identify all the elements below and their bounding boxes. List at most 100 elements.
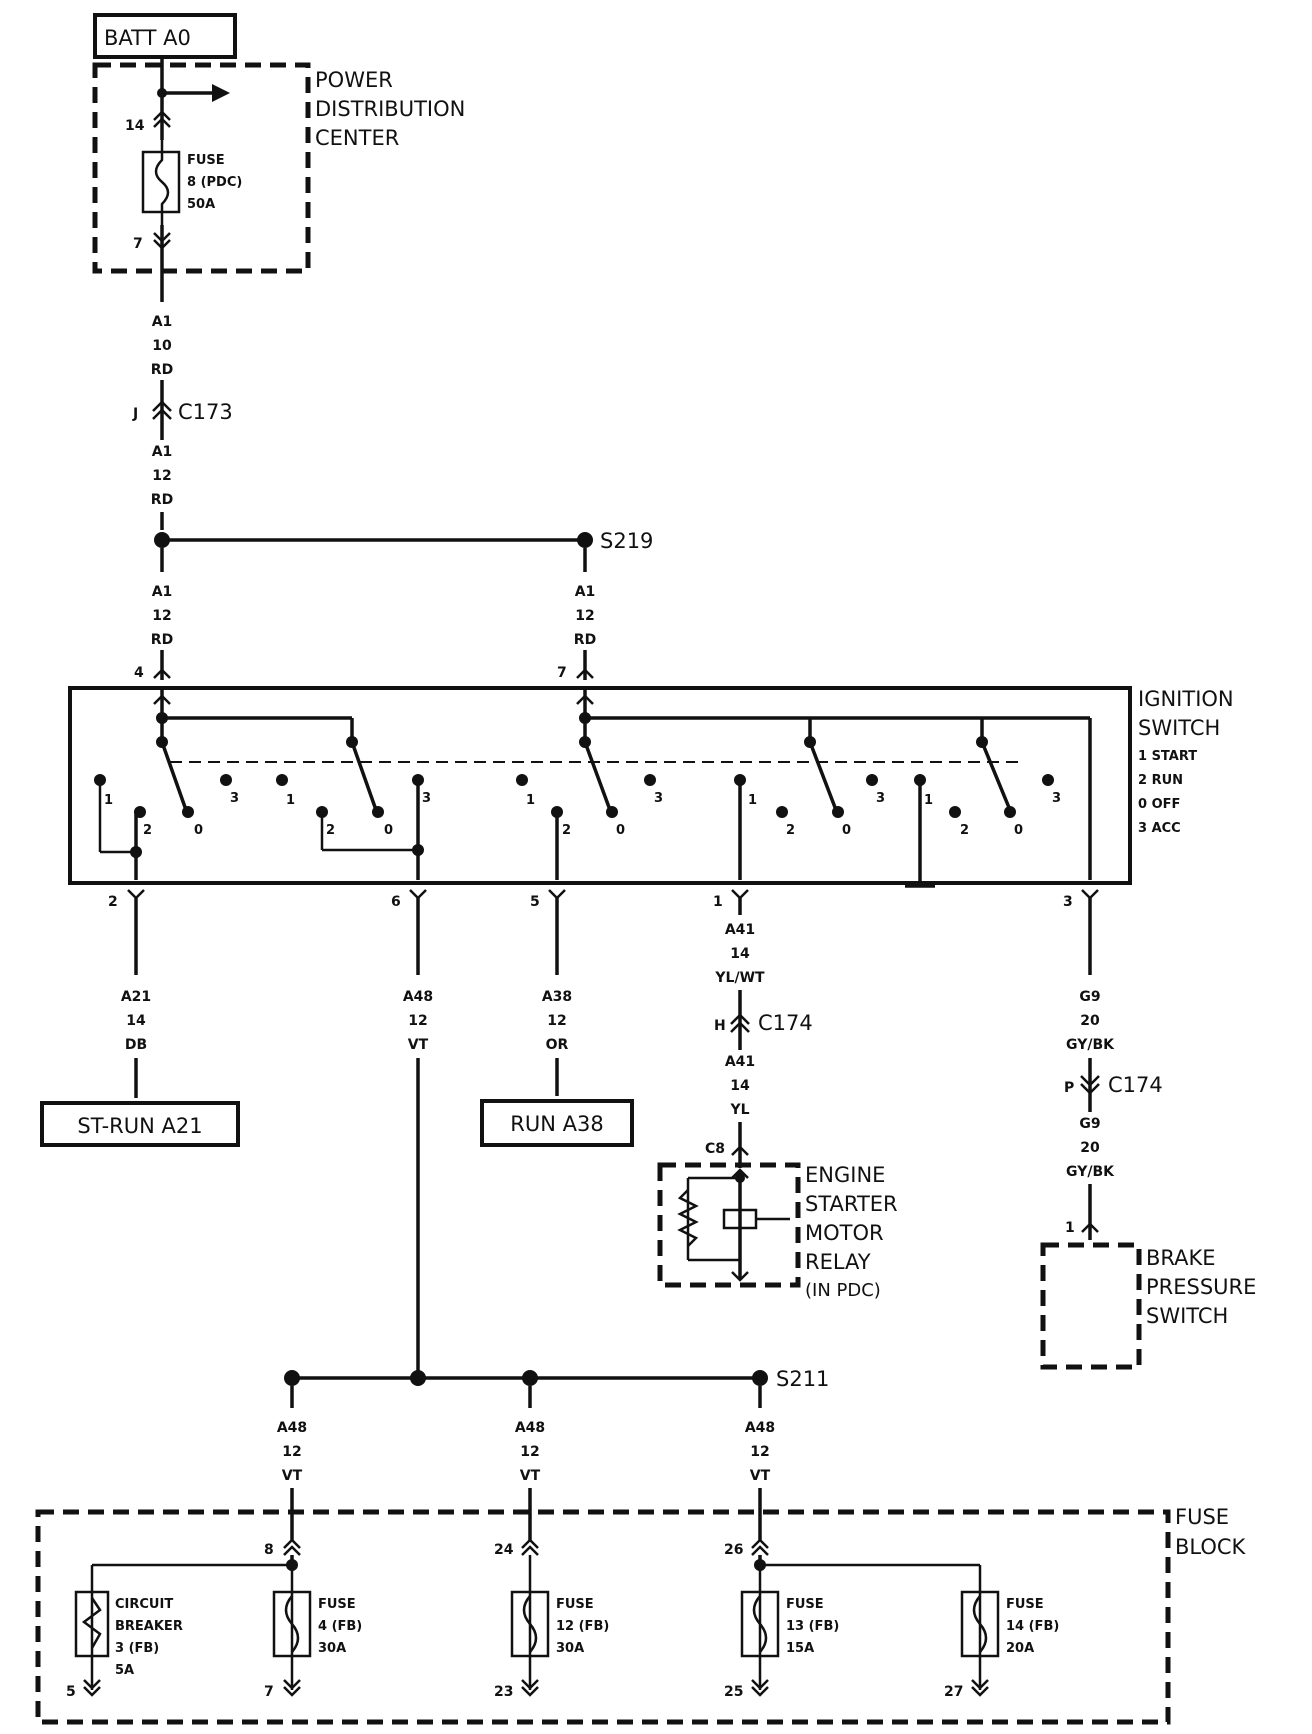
wire-a48-gauge: 12 (408, 1013, 427, 1029)
c174-label-h: C174 (758, 1011, 813, 1035)
wire-a38-id: A38 (542, 989, 572, 1005)
relay-title-5: (IN PDC) (805, 1280, 881, 1301)
wire-a1-id: A1 (152, 314, 173, 330)
ign-pin-4-icon (153, 668, 171, 679)
ign-d4-pos-3: 3 (876, 791, 885, 806)
ign-d1-pos-1: 1 (104, 793, 113, 808)
ign-d4-pos-1: 1 (748, 793, 757, 808)
brake-title-3: SWITCH (1146, 1304, 1228, 1328)
fuse-4-icon (272, 1590, 312, 1658)
wire-a48-id: A48 (403, 989, 433, 1005)
st-run-label: ST-RUN A21 (77, 1114, 202, 1138)
fuse-12-id: 12 (FB) (556, 1619, 609, 1634)
ign-pin-4: 4 (134, 665, 144, 681)
c174-p-connector-icon (1080, 1075, 1100, 1087)
fuse-block-title-1: FUSE (1175, 1505, 1229, 1529)
wire-a48c-id: A48 (515, 1420, 545, 1436)
wire-a38-gauge: 12 (547, 1013, 566, 1029)
brake-title-2: PRESSURE (1146, 1275, 1256, 1299)
ign-d3-pos-0: 0 (616, 823, 625, 838)
c174-pin-p: P (1064, 1080, 1074, 1096)
pdc-fuse-label: FUSE (187, 153, 225, 168)
wire-a1-color: RD (151, 362, 173, 378)
fuse-13-id: 13 (FB) (786, 1619, 839, 1634)
wire-g9b-gauge: 20 (1080, 1140, 1100, 1156)
fuse-14-label: FUSE (1006, 1597, 1044, 1612)
fb-pin-27: 27 (944, 1684, 963, 1700)
ign-pin-3: 3 (1063, 894, 1073, 910)
wire-a1d-color: RD (574, 632, 596, 648)
wire-a21-id: A21 (121, 989, 151, 1005)
wire-a21-gauge: 14 (126, 1013, 146, 1029)
relay-title-3: MOTOR (805, 1221, 884, 1245)
wire-a21-color: DB (125, 1037, 147, 1053)
wire-a48-color: VT (408, 1037, 429, 1053)
ign-pin-1-icon (731, 889, 749, 900)
run-label: RUN A38 (510, 1112, 603, 1136)
fuse-13-icon (740, 1590, 780, 1658)
ign-pin-5-icon (548, 889, 566, 900)
wire-a41-gauge: 14 (730, 946, 750, 962)
ignition-title-2: SWITCH (1138, 716, 1220, 740)
ign-deck5-contact-icon (980, 741, 1012, 811)
ign-d2-pos-3: 3 (422, 791, 431, 806)
wire-a48b-color: VT (282, 1468, 303, 1484)
fb-pin-5: 5 (66, 1684, 76, 1700)
fuse-block-dashed-box (35, 1509, 1171, 1725)
batt-a0-label: BATT A0 (104, 26, 191, 50)
wire-a38-color: OR (546, 1037, 569, 1053)
ignition-legend-off: 0 OFF (1138, 797, 1180, 812)
breaker-id: 3 (FB) (115, 1641, 159, 1656)
ign-d1-pos-3: 3 (230, 791, 239, 806)
c174-pin-h: H (714, 1018, 726, 1034)
starter-relay-dashed-box (657, 1162, 801, 1288)
circuit-breaker-icon (74, 1590, 110, 1658)
batt-a0-box (93, 13, 237, 59)
ign-d1-pos-2: 2 (143, 823, 152, 838)
ign-d5-pos-1: 1 (924, 793, 933, 808)
wire-a48b-id: A48 (277, 1420, 307, 1436)
ign-d4-pos-0: 0 (842, 823, 851, 838)
wire-a1-gauge: 10 (152, 338, 172, 354)
wire-g9b-color: GY/BK (1066, 1164, 1115, 1180)
brake-pin-1-icon (1081, 1222, 1099, 1233)
wire-a48d-id: A48 (745, 1420, 775, 1436)
ignition-legend-run: 2 RUN (1138, 773, 1183, 788)
pdc-title-1: POWER (315, 68, 393, 92)
fb-pin-25: 25 (724, 1684, 743, 1700)
ign-d2-pos-1: 1 (286, 793, 295, 808)
wire-g9b-id: G9 (1079, 1116, 1100, 1132)
ign-d3-pos-1: 1 (526, 793, 535, 808)
run-box (480, 1099, 634, 1147)
wire-a1b-id: A1 (152, 444, 173, 460)
breaker-rating: 5A (115, 1663, 134, 1678)
s219-label: S219 (600, 529, 653, 553)
wire-a41b-id: A41 (725, 1054, 755, 1070)
fb-pin-24-icon (521, 1538, 539, 1549)
ign-d1-pos-0: 0 (194, 823, 203, 838)
ign-pin-7-icon (576, 668, 594, 679)
fuse-block-title-2: BLOCK (1175, 1535, 1247, 1559)
ign-pin-3-icon (1081, 889, 1099, 900)
wire-a48d-color: VT (750, 1468, 771, 1484)
wire-a41b-color: YL (729, 1102, 749, 1118)
batt-branch-arrow-icon (212, 84, 230, 102)
fb-pin-25-icon (751, 1679, 769, 1690)
wire-a41-color: YL/WT (714, 970, 765, 986)
relay-title-4: RELAY (805, 1250, 871, 1274)
ign-d2-pos-2: 2 (326, 823, 335, 838)
wire-a48d-gauge: 12 (750, 1444, 769, 1460)
pdc-title-2: DISTRIBUTION (315, 97, 465, 121)
ign-pin-2: 2 (108, 894, 118, 910)
wire-a41b-gauge: 14 (730, 1078, 750, 1094)
fb-pin-23: 23 (494, 1684, 513, 1700)
ign-pin-7: 7 (557, 665, 567, 681)
ign-d5-pos-0: 0 (1014, 823, 1023, 838)
relay-title-2: STARTER (805, 1192, 898, 1216)
c174-label-p: C174 (1108, 1073, 1163, 1097)
breaker-label-2: BREAKER (115, 1619, 183, 1634)
ign-d3-pos-3: 3 (654, 791, 663, 806)
fuse-12-rating: 30A (556, 1641, 584, 1656)
c174-h-connector-icon (730, 1013, 750, 1025)
